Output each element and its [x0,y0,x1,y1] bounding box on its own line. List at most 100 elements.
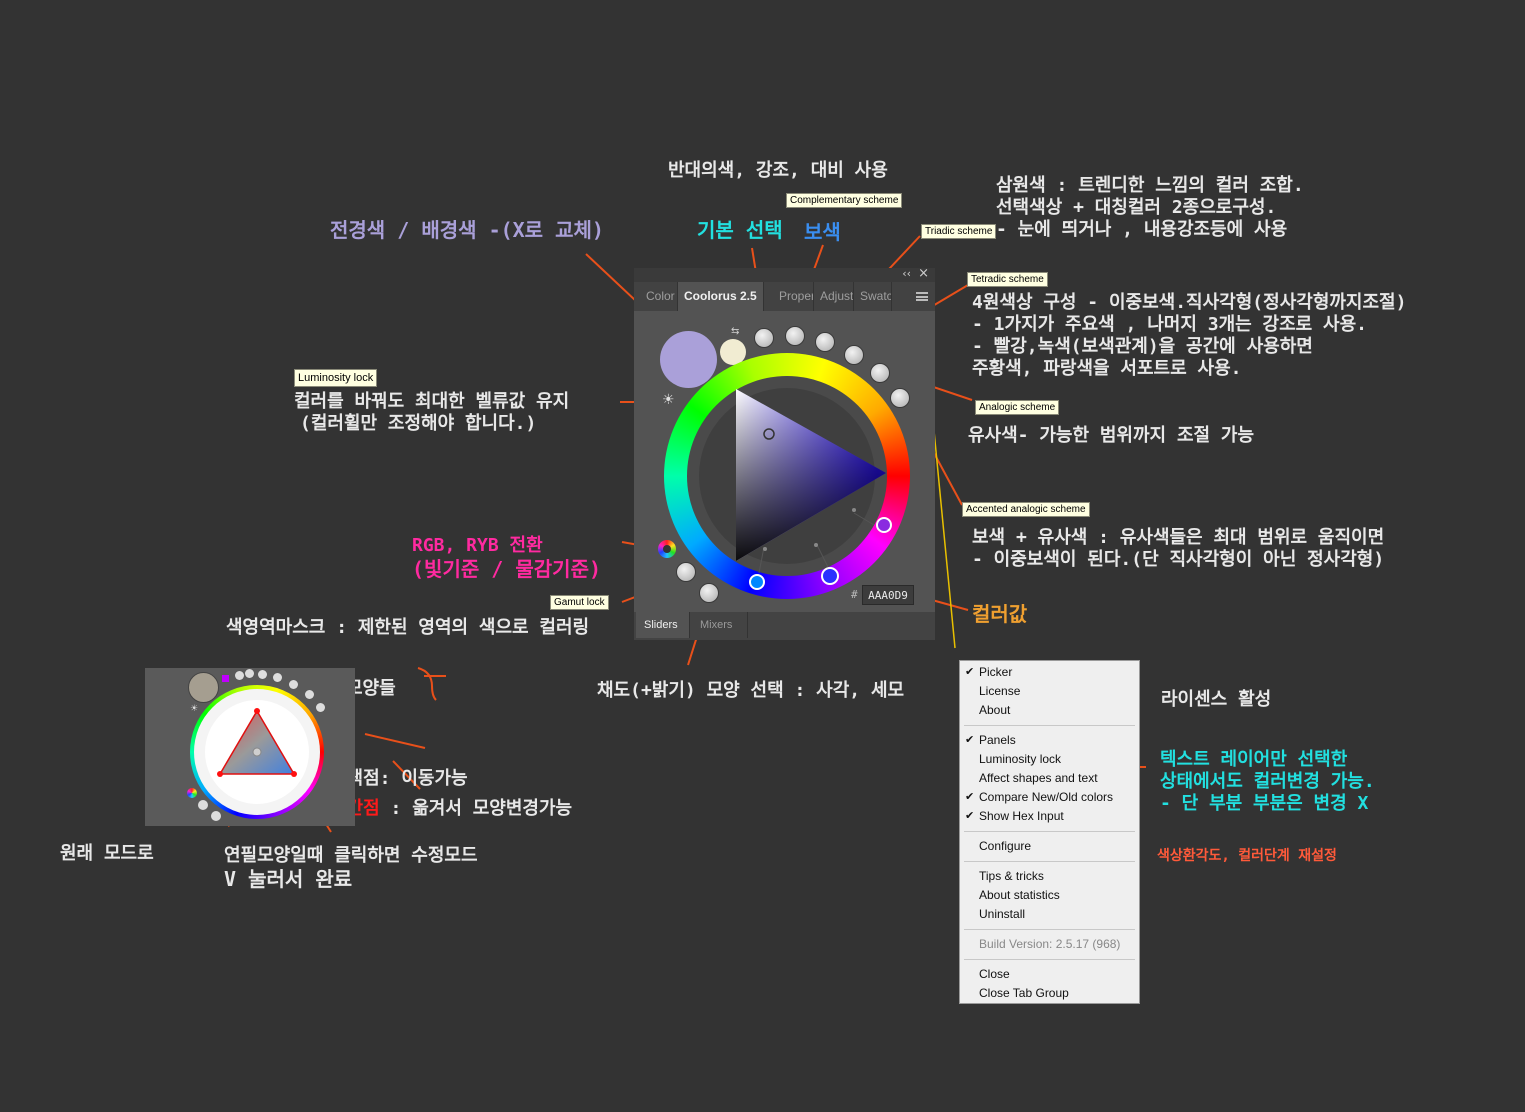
note-line: 텍스트 레이어만 선택한 [1160,749,1348,770]
menu-item-label: Close Tab Group [979,986,1069,1000]
note-fg-bg-text: 전경색 / 배경색 -(X로 교체) [330,218,604,242]
note-line: (컬러휠만 조정해야 합니다.) [300,413,537,434]
menu-item-show-hex-input[interactable]: ✔Show Hex Input [960,807,1139,826]
tooltip-triadic: Triadic scheme [921,224,997,239]
foreground-color-swatch[interactable] [660,331,717,388]
triadic-scheme-button[interactable] [815,332,835,352]
note-gamut-desc: 색영역마스크 : 제한된 영역의 색으로 컬러링 [226,617,590,638]
menu-separator [964,861,1135,862]
hue-handle[interactable] [876,517,892,533]
menu-item-about[interactable]: About [960,701,1139,720]
note-line: - 1가지가 주요색 , 나머지 3개는 강조로 사용. [972,314,1368,335]
menu-item-label: Affect shapes and text [979,771,1098,785]
tooltip-accented: Accented analogic scheme [962,502,1090,517]
note-luminosity-desc: 컬러를 바꿔도 최대한 벨류값 유지 (컬러휠만 조정해야 합니다.) [294,391,569,435]
red-dot [291,771,297,777]
menu-item-compare-new-old-colors[interactable]: ✔ Compare New/Old colors [960,788,1139,807]
menu-item-label: Compare New/Old colors [979,790,1114,804]
menu-item-tips-tricks[interactable]: Tips & tricks [960,867,1139,886]
note-line: 컬러를 바꿔도 최대한 벨류값 유지 [294,391,570,412]
menu-item-label: License [979,684,1021,698]
note-complement: 보색 [804,220,841,244]
example-luminosity-icon: ☀ [190,704,199,714]
menu-item-uninstall[interactable]: Uninstall [960,905,1139,924]
menu-item-label: Panels [979,733,1016,747]
example-scheme-button [273,673,282,682]
tab-sliders[interactable]: Sliders [636,612,690,638]
menu-separator [964,831,1135,832]
example-shape-triangle [218,709,296,775]
menu-item-panels[interactable]: ✔ Panels [960,731,1139,750]
example-gamut-icon [198,800,208,810]
shape-example-panel: ☀ [145,668,355,826]
complementary-scheme-button[interactable] [785,326,805,346]
menu-item-label: Uninstall [979,907,1026,921]
menu-item-configure[interactable]: Configure [960,837,1139,856]
tab-swatches[interactable]: Swatches [854,282,892,311]
red-dot [217,771,223,777]
rgb-ryb-toggle-icon[interactable] [658,540,676,558]
tab-properties[interactable]: Properties [773,282,814,311]
guide-dot [763,547,767,551]
close-icon[interactable]: × [918,266,929,281]
tooltip-complementary: Complementary scheme [786,193,903,208]
check-icon: ✔ [965,791,975,803]
note-saturation-shape: 채도(+밝기) 모양 선택 : 사각, 세모 [597,680,905,701]
note-line: - 이중보색이 된다.(단 직사각형이 아닌 정사각형) [972,549,1385,570]
panel-tabs: Color Coolorus 2.5 Properties Adjustment… [634,282,935,311]
basic-scheme-button[interactable] [754,328,774,348]
note-accented-desc: 보색 + 유사색 : 유사색들은 최대 범위로 움직이면 - 이중보색이 된다.… [972,527,1384,571]
note-line: (빛기준 / 물감기준) [412,557,602,581]
analogic-scheme-button[interactable] [870,363,890,383]
note-pencil-mode: 연필모양일때 클릭하면 수정모드 V 눌러서 완료 [224,845,478,891]
hex-input[interactable]: AAA0D9 [862,585,914,605]
shape-select-icon[interactable] [699,583,719,603]
tab-coolorus[interactable]: Coolorus 2.5 [678,282,764,311]
collapse-icon[interactable]: ‹‹ [902,267,911,280]
menu-item-label: Tips & tricks [979,869,1044,883]
note-analogic-desc: 유사색- 가능한 범위까지 조절 가능 [968,425,1255,446]
note-line: 상태에서도 컬러변경 가능. [1160,771,1375,792]
menu-item-label: Build Version: 2.5.17 (968) [979,937,1121,951]
luminosity-lock-icon[interactable]: ☀ [662,392,675,408]
accented-analogic-scheme-button[interactable] [890,388,910,408]
guide-dot [852,508,856,512]
tooltip-analogic: Analogic scheme [975,400,1060,415]
menu-item-label: About [979,703,1011,717]
menu-item-close[interactable]: Close [960,965,1139,984]
menu-separator [964,725,1135,726]
menu-separator [964,929,1135,930]
tetradic-scheme-button[interactable] [844,345,864,365]
note-tetradic-desc: 4원색상 구성 - 이중보색.직사각형(정사각형까지조절) - 1가지가 주요색… [972,292,1406,380]
menu-item-affect-shapes-and-text[interactable]: Affect shapes and text [960,769,1139,788]
menu-item-label: Picker [979,665,1013,679]
example-accent-square [222,675,229,682]
menu-item-license[interactable]: License [960,682,1139,701]
swap-colors-icon[interactable]: ⇆ [731,326,740,337]
panel-menu-icon[interactable] [916,292,928,301]
menu-separator [964,959,1135,960]
hue-handle[interactable] [749,574,765,590]
note-text-layer: 텍스트 레이어만 선택한 상태에서도 컬러변경 가능. - 단 부분 부분은 변… [1160,749,1375,815]
color-picker-dot[interactable] [763,428,775,440]
example-scheme-button [289,680,298,689]
color-wheel[interactable] [664,353,910,599]
check-icon: ✔ [965,734,975,746]
guide-line [853,512,875,526]
note-triadic-desc: 삼원색 : 트렌디한 느낌의 컬러 조합. 선택색상 + 대칭컬러 2종으로구성… [996,175,1304,241]
menu-item-luminosity-lock[interactable]: Luminosity lock [960,750,1139,769]
tab-adjustments[interactable]: Adjustments [814,282,854,311]
menu-item-close-tab-group[interactable]: Close Tab Group [960,984,1139,1003]
note-original-mode: 원래 모드로 [60,843,154,864]
tab-color[interactable]: Color [640,282,678,311]
note-fg-bg: 전경색 / 배경색 -(X로 교체) [330,218,604,242]
tab-mixers[interactable]: Mixers [692,612,748,638]
menu-item-picker[interactable]: ✔Picker [960,663,1139,682]
hue-handle[interactable] [821,567,839,585]
menu-item-build-version-2-5-17-968: Build Version: 2.5.17 (968) [960,935,1139,954]
note-red-dot: 빨간점 : 옮겨서 모양변경가능 [330,798,572,820]
example-shape-icon [211,811,221,821]
menu-item-about-statistics[interactable]: About statistics [960,886,1139,905]
gamut-lock-icon[interactable] [676,562,696,582]
menu-item-label: Luminosity lock [979,752,1062,766]
